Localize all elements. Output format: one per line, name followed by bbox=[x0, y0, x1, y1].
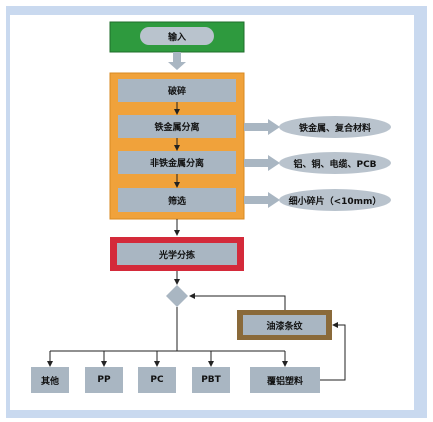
stage-box-ferrous bbox=[118, 115, 236, 138]
output-label-3: 细小碎片（<10mm） bbox=[288, 196, 382, 207]
oil-paint-label: 油漆条纹 bbox=[266, 321, 303, 332]
input-connector-arrowhead bbox=[168, 62, 186, 70]
output-label-2: 铝、铜、电缆、PCB bbox=[293, 159, 377, 170]
product-label-pbt: PBT bbox=[201, 375, 221, 385]
input-connector-bar bbox=[173, 52, 181, 62]
product-box-pc bbox=[138, 367, 176, 393]
decision-diamond bbox=[166, 285, 188, 307]
output-arrow-2 bbox=[244, 155, 280, 171]
oil-paint-inner bbox=[243, 315, 326, 335]
feedback-line bbox=[189, 293, 286, 310]
stage-box-screening bbox=[118, 188, 236, 212]
product-label-other: 其他 bbox=[40, 376, 59, 387]
stage-label-ferrous: 铁金属分离 bbox=[154, 123, 200, 133]
product-box-pp bbox=[85, 367, 123, 393]
product-label-al-plastic: 覆铝塑料 bbox=[266, 376, 303, 387]
output-ellipse-2 bbox=[279, 152, 391, 174]
product-label-pp: PP bbox=[97, 375, 111, 385]
stage-box-crushing bbox=[118, 79, 236, 102]
stage-label-screening: 筛选 bbox=[167, 196, 186, 207]
output-arrow-1 bbox=[244, 119, 280, 135]
product-box-other bbox=[31, 367, 69, 393]
optical-sorting-inner bbox=[117, 243, 237, 265]
product-label-pc: PC bbox=[150, 375, 164, 385]
return-line bbox=[320, 322, 346, 381]
input-label-bg bbox=[140, 27, 214, 45]
optical-sorting-label: 光学分拣 bbox=[158, 250, 195, 261]
stage-label-crushing: 破碎 bbox=[167, 87, 186, 97]
output-arrow-3 bbox=[244, 192, 280, 208]
input-label: 输入 bbox=[167, 32, 186, 43]
output-ellipse-3 bbox=[279, 189, 391, 211]
stage-label-nonferrous: 非铁金属分离 bbox=[149, 159, 204, 169]
product-box-pbt bbox=[192, 367, 230, 393]
stage-box-nonferrous bbox=[118, 151, 236, 174]
product-box-al-plastic bbox=[250, 367, 320, 393]
output-label-1: 铁金属、复合材料 bbox=[298, 123, 371, 134]
output-ellipse-1 bbox=[279, 116, 391, 138]
